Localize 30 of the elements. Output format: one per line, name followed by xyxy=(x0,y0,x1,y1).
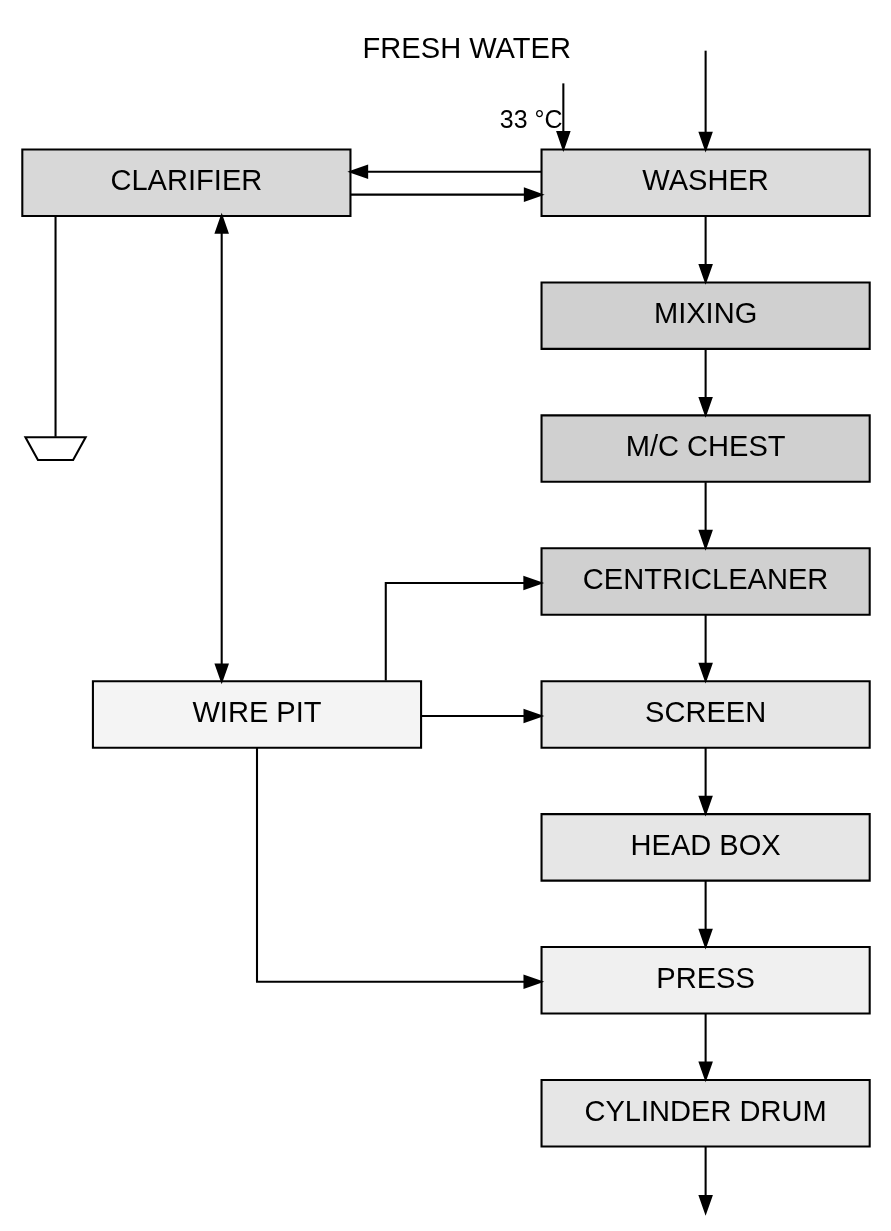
arrow xyxy=(697,349,713,418)
arrow xyxy=(697,615,713,684)
arrow xyxy=(255,747,544,990)
arrow xyxy=(384,575,544,681)
arrow xyxy=(697,748,713,817)
node-box: WIRE PIT xyxy=(91,680,422,749)
arrow xyxy=(213,212,229,685)
node-box: CENTRICLEANER xyxy=(540,547,871,616)
node-box: WASHER xyxy=(540,148,871,217)
arrow xyxy=(697,880,713,950)
node-ground xyxy=(23,436,87,462)
node-box: HEAD BOX xyxy=(540,813,871,882)
arrow xyxy=(697,482,713,551)
arrow xyxy=(697,50,713,153)
arrow xyxy=(350,187,545,202)
node-box: M/C CHEST xyxy=(540,414,871,483)
node-box: MIXING xyxy=(540,281,871,350)
arrow xyxy=(697,1146,713,1216)
arrow xyxy=(555,83,571,152)
connector xyxy=(54,216,57,437)
arrow xyxy=(421,708,544,724)
edge-label: 33 °C xyxy=(499,104,562,133)
node-box: SCREEN xyxy=(540,680,871,749)
node-text: FRESH WATER xyxy=(362,31,571,64)
arrow xyxy=(697,216,713,285)
node-box: CLARIFIER xyxy=(20,148,351,217)
arrow xyxy=(346,164,541,180)
node-box: PRESS xyxy=(540,946,871,1015)
node-box: CYLINDER DRUM xyxy=(540,1078,871,1148)
arrow xyxy=(697,1013,713,1083)
